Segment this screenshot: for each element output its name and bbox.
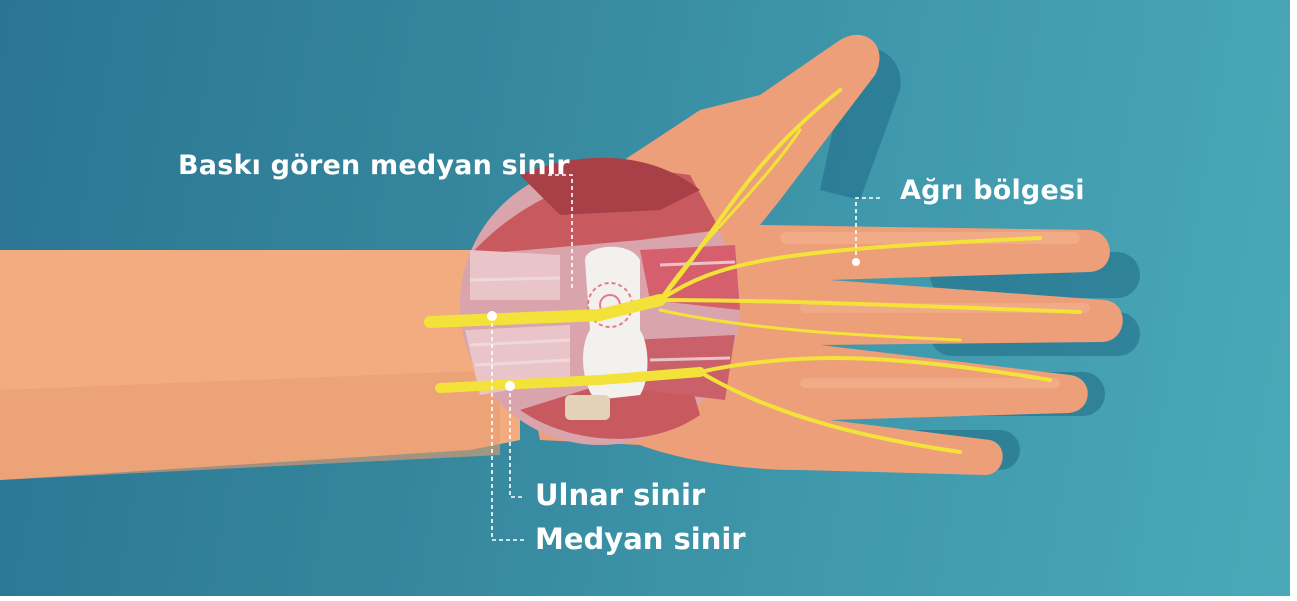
ulnar-nerve-label: Ulnar sinir [535, 478, 705, 512]
compressed-median-nerve-label: Baskı gören medyan sinir [178, 150, 570, 181]
pain-region-label: Ağrı bölgesi [900, 175, 1085, 206]
median-nerve-label: Medyan sinir [535, 522, 746, 556]
